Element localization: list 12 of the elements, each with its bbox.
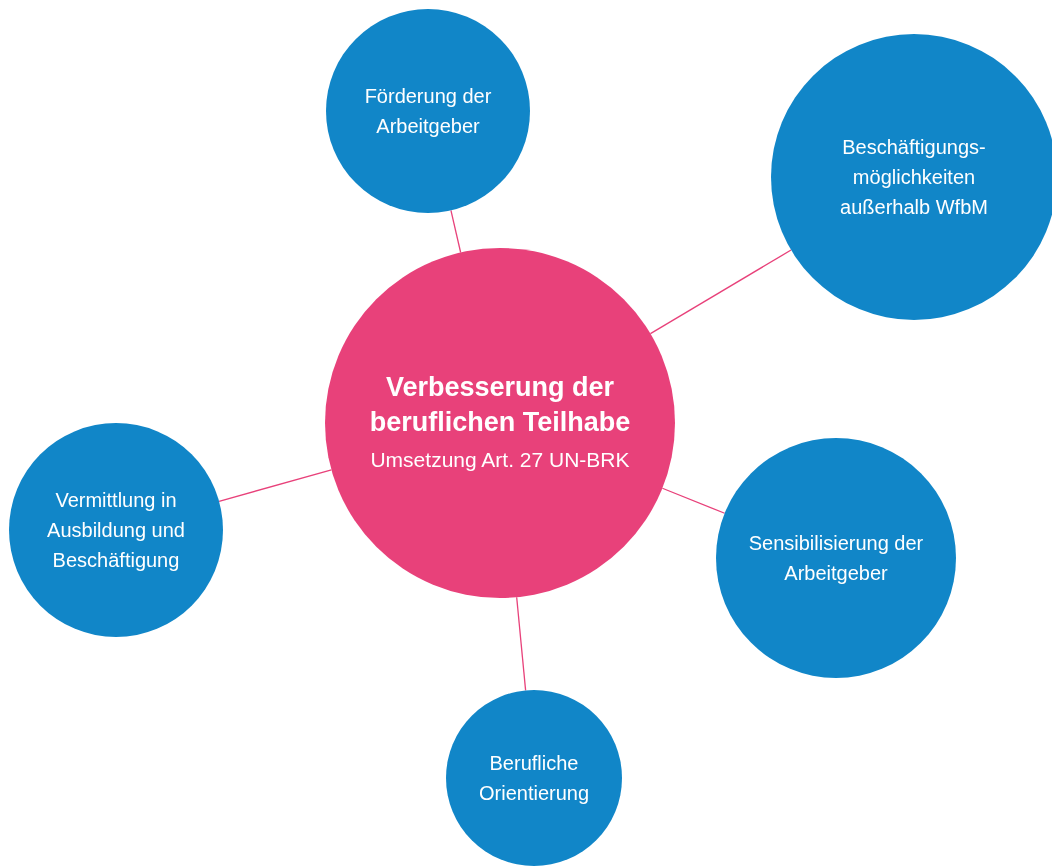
topic-label: Sensibilisierung der Arbeitgeber	[747, 531, 925, 586]
topic-title: Verbesserung der beruflichen Teilhabe	[368, 371, 632, 440]
topic-label: Vermittlung in Ausbildung und Beschäftigung	[46, 488, 186, 573]
connector-line	[218, 469, 333, 502]
connector-line	[450, 209, 462, 254]
topic-label: Berufliche Orientierung	[477, 751, 591, 806]
topic-label: Beschäftigungs- möglichkeiten außerhalb WfbM	[839, 135, 989, 220]
connector-line	[661, 487, 726, 514]
topic-subtitle: Umsetzung Art. 27 UN-BRK	[370, 447, 630, 474]
topic-label: Förderung der Arbeitgeber	[363, 84, 493, 139]
connector-line	[649, 249, 792, 335]
connector-line	[516, 596, 527, 692]
